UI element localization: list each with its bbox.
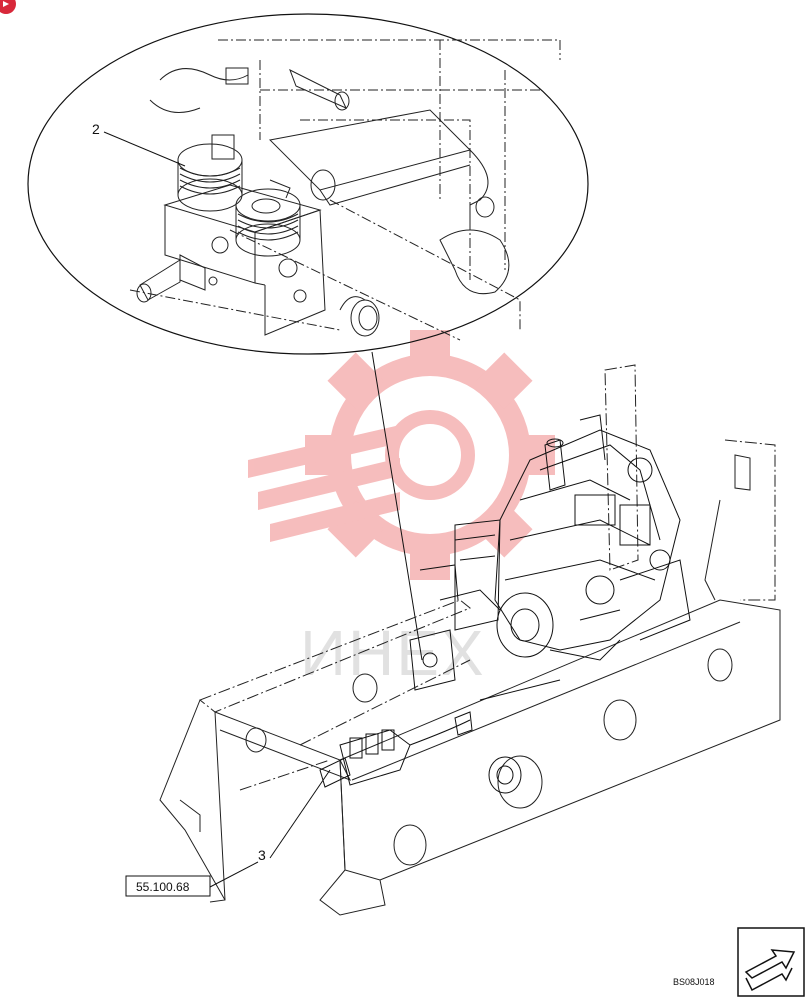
next-page-arrow-icon[interactable]	[737, 927, 805, 997]
valve-assembly	[319, 711, 522, 794]
machine-frame-view	[159, 364, 781, 916]
reference-box[interactable]: 55.100.68	[125, 875, 211, 897]
callout-2: 2	[92, 121, 100, 137]
red-badge-icon	[0, 0, 16, 14]
detail-view	[27, 13, 589, 355]
drawing-code: BS08J018	[673, 977, 715, 987]
watermark-logo	[248, 330, 555, 580]
callout-3: 3	[258, 847, 266, 863]
engine-assembly	[409, 414, 691, 701]
reference-box-label: 55.100.68	[136, 880, 190, 894]
watermark-text: ИНЕХ	[300, 617, 486, 689]
